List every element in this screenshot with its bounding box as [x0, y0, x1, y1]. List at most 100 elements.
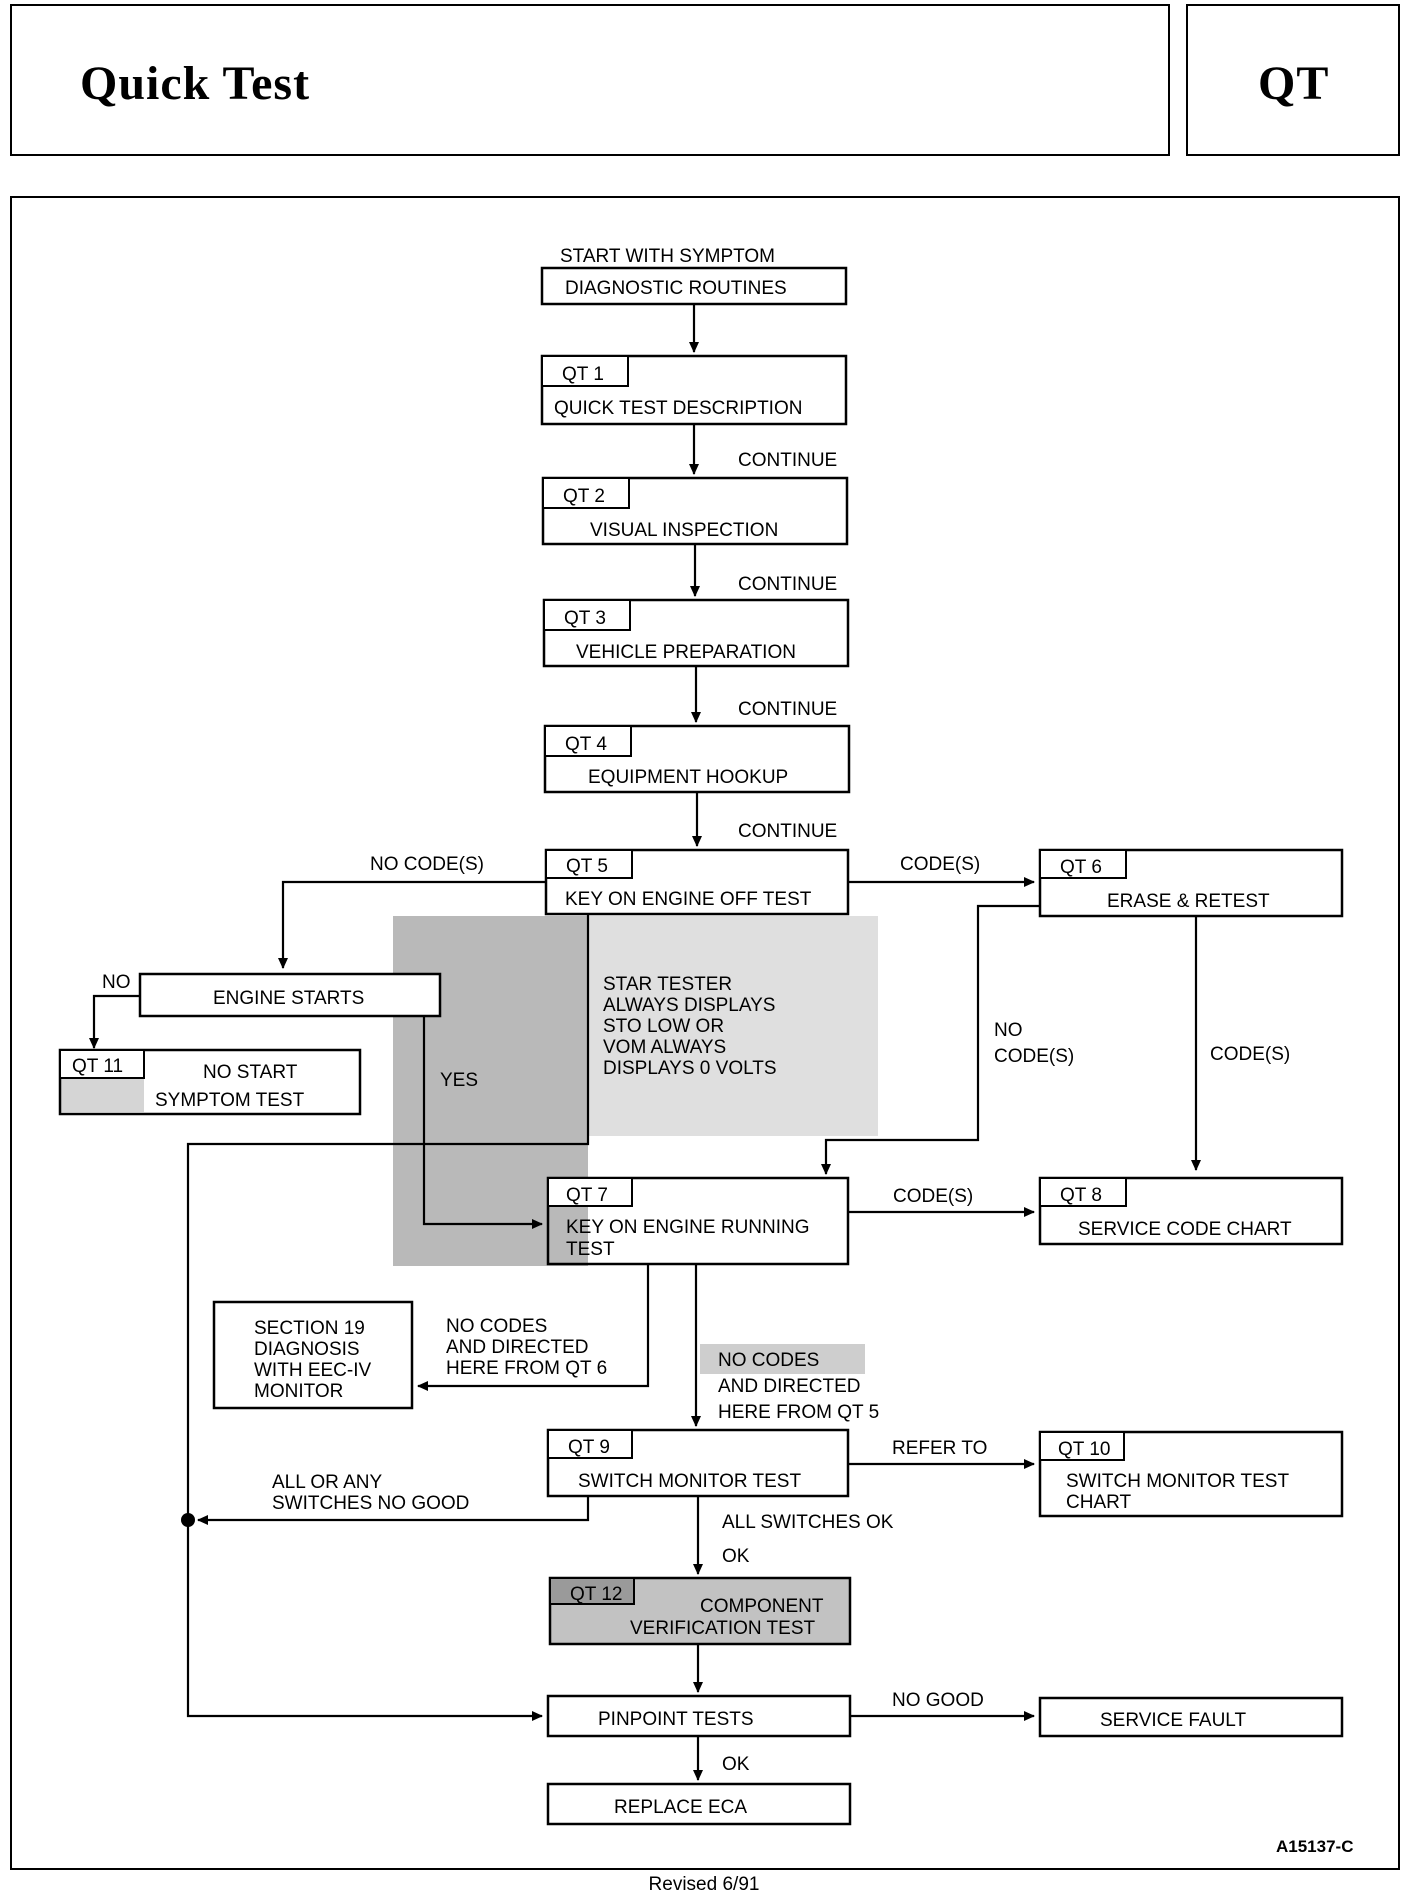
qt6-no-label: NO	[994, 1020, 1023, 1041]
node-qt11: QT 11 NO START SYMPTOM TEST	[58, 1048, 362, 1116]
star-note-line-5: DISPLAYS 0 VOLTS	[603, 1058, 777, 1079]
footer-revision: Revised 6/91	[648, 1874, 760, 1895]
engine-starts-label: ENGINE STARTS	[213, 988, 364, 1009]
star-note-line-3: STO LOW OR	[603, 1016, 724, 1037]
qt2-label: VISUAL INSPECTION	[590, 520, 778, 541]
node-qt1: QT 1 QUICK TEST DESCRIPTION	[540, 354, 848, 426]
continue-label-1: CONTINUE	[738, 450, 837, 471]
qt11-label-2: SYMPTOM TEST	[155, 1090, 305, 1111]
ok-label-2: OK	[722, 1754, 750, 1775]
node-qt10: QT 10 SWITCH MONITOR TEST CHART	[1038, 1430, 1344, 1518]
star-note-line-2: ALWAYS DISPLAYS	[603, 995, 775, 1016]
node-qt6: QT 6 ERASE & RETEST	[1038, 848, 1344, 918]
arrow-engine-starts-qt7	[422, 1016, 543, 1229]
directed-qt5-line-1: NO CODES	[718, 1350, 819, 1371]
section19-line-2: DIAGNOSIS	[254, 1339, 360, 1360]
diagram-frame	[10, 196, 1400, 1870]
star-note-line-4: VOM ALWAYS	[603, 1037, 726, 1058]
node-qt9: QT 9 SWITCH MONITOR TEST	[546, 1428, 850, 1498]
node-qt7: QT 7 KEY ON ENGINE RUNNING TEST	[546, 1176, 850, 1266]
qt2-tag: QT 2	[563, 486, 605, 507]
qt4-label: EQUIPMENT HOOKUP	[588, 767, 788, 788]
node-qt2: QT 2 VISUAL INSPECTION	[541, 476, 849, 546]
qt11-tag: QT 11	[72, 1056, 123, 1077]
page-title: Quick Test	[80, 57, 311, 110]
start-node: START WITH SYMPTOM DIAGNOSTIC ROUTINES	[540, 246, 848, 306]
qt9-label: SWITCH MONITOR TEST	[578, 1471, 801, 1492]
service-fault-label: SERVICE FAULT	[1100, 1710, 1246, 1731]
pinpoint-label: PINPOINT TESTS	[598, 1709, 754, 1730]
ok-label-1: OK	[722, 1546, 750, 1567]
node-qt3: QT 3 VEHICLE PREPARATION	[542, 598, 850, 668]
arrow-qt7-section19	[417, 1264, 650, 1391]
switches-bad-line-2: SWITCHES NO GOOD	[272, 1493, 469, 1514]
arrow-engine-starts-qt11	[89, 994, 140, 1049]
arrow-qt6-qt7	[821, 904, 1040, 1175]
qt5-tag: QT 5	[566, 856, 608, 877]
continue-label-4: CONTINUE	[738, 821, 837, 842]
switches-bad-line-1: ALL OR ANY	[272, 1472, 383, 1493]
engine-starts-yes-label: YES	[440, 1070, 478, 1091]
directed-qt5-line-3: HERE FROM QT 5	[718, 1402, 879, 1423]
qt7-label-1: KEY ON ENGINE RUNNING	[566, 1217, 810, 1238]
qt9-tag: QT 9	[568, 1437, 610, 1458]
figure-id: A15137-C	[1276, 1837, 1354, 1856]
qt12-label-1: COMPONENT	[700, 1596, 824, 1617]
qt7-tag: QT 7	[566, 1185, 608, 1206]
qt5-codes-label: CODE(S)	[900, 854, 980, 875]
all-switches-ok-label: ALL SWITCHES OK	[722, 1512, 894, 1533]
node-qt4: QT 4 EQUIPMENT HOOKUP	[543, 724, 851, 794]
continue-label-2: CONTINUE	[738, 574, 837, 595]
arrow-qt9-switches-bad	[197, 1496, 590, 1525]
node-qt5: QT 5 KEY ON ENGINE OFF TEST	[544, 848, 850, 916]
qt10-label-2: CHART	[1066, 1492, 1131, 1513]
qt1-label: QUICK TEST DESCRIPTION	[554, 398, 802, 419]
directed-qt6-line-1: NO CODES	[446, 1316, 547, 1337]
star-tester-note: STAR TESTER ALWAYS DISPLAYS STO LOW OR V…	[603, 974, 777, 1079]
refer-to-label: REFER TO	[892, 1438, 987, 1459]
qt6-codes-label: CODE(S)	[1210, 1044, 1290, 1065]
section19-line-4: MONITOR	[254, 1381, 343, 1402]
qt1-tag: QT 1	[562, 364, 604, 385]
junction-dot	[181, 1513, 195, 1527]
node-section19: SECTION 19 DIAGNOSIS WITH EEC-IV MONITOR	[212, 1300, 414, 1410]
qt3-tag: QT 3	[564, 608, 606, 629]
star-note-line-1: STAR TESTER	[603, 974, 732, 995]
node-replace-eca: REPLACE ECA	[546, 1782, 852, 1826]
qt8-label: SERVICE CODE CHART	[1078, 1219, 1292, 1240]
qt8-tag: QT 8	[1060, 1185, 1102, 1206]
qt12-tag: QT 12	[570, 1584, 622, 1605]
replace-eca-label: REPLACE ECA	[614, 1797, 747, 1818]
node-pinpoint: PINPOINT TESTS	[546, 1694, 852, 1738]
engine-starts-no-label: NO	[102, 972, 131, 993]
qt11-label-1: NO START	[203, 1062, 298, 1083]
shaded-region-note	[588, 916, 878, 1136]
header-code-box: QT	[1186, 4, 1400, 156]
no-codes-shade	[700, 1344, 865, 1374]
qt7-codes-label: CODE(S)	[893, 1186, 973, 1207]
qt10-tag: QT 10	[1058, 1439, 1110, 1460]
qt6-tag: QT 6	[1060, 857, 1102, 878]
start-box-label: DIAGNOSTIC ROUTINES	[565, 278, 787, 299]
directed-qt5-line-2: AND DIRECTED	[718, 1376, 861, 1397]
qt3-label: VEHICLE PREPARATION	[576, 642, 796, 663]
header-title-box: Quick Test	[10, 4, 1170, 156]
node-qt12: QT 12 COMPONENT VERIFICATION TEST	[548, 1576, 852, 1646]
section-code: QT	[1258, 57, 1330, 110]
qt4-tag: QT 4	[565, 734, 607, 755]
section19-line-1: SECTION 19	[254, 1318, 365, 1339]
node-service-fault: SERVICE FAULT	[1038, 1696, 1344, 1738]
qt10-label-1: SWITCH MONITOR TEST	[1066, 1471, 1289, 1492]
no-good-label: NO GOOD	[892, 1690, 984, 1711]
directed-qt6-line-3: HERE FROM QT 6	[446, 1358, 607, 1379]
qt5-no-codes-label: NO CODE(S)	[370, 854, 484, 875]
directed-qt6-line-2: AND DIRECTED	[446, 1337, 589, 1358]
qt12-label-2: VERIFICATION TEST	[630, 1618, 815, 1639]
continue-label-3: CONTINUE	[738, 699, 837, 720]
qt6-codes-sub-label: CODE(S)	[994, 1046, 1074, 1067]
start-label: START WITH SYMPTOM	[560, 246, 775, 267]
arrow-qt5-pinpoint	[186, 914, 590, 1721]
section19-line-3: WITH EEC-IV	[254, 1360, 371, 1381]
qt5-label: KEY ON ENGINE OFF TEST	[565, 889, 812, 910]
